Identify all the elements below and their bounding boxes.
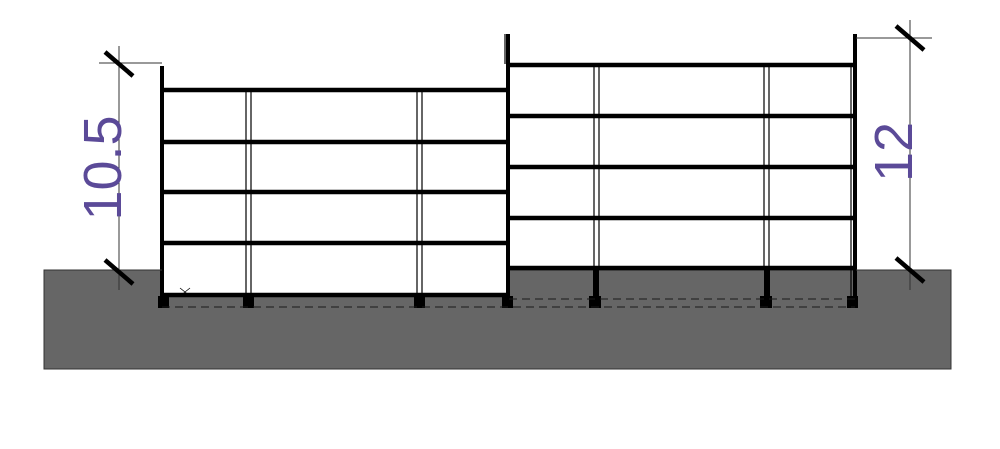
right-dimension-tick-bottom — [894, 256, 926, 284]
left-dimension-tick-bottom — [103, 258, 135, 286]
right-dimension-tick-top — [894, 24, 926, 52]
left-dimension: 10.5 — [73, 46, 162, 290]
right-basement-columns — [593, 268, 770, 302]
left-floor-slabs — [161, 87, 509, 298]
right-dimension: 12 — [856, 20, 932, 290]
left-building — [158, 66, 513, 308]
right-height-label: 12 — [864, 122, 924, 182]
right-floor-slabs — [507, 62, 857, 271]
left-dimension-tick-top — [103, 50, 135, 78]
left-height-label: 10.5 — [73, 115, 133, 220]
right-building — [504, 34, 858, 308]
left-section-marker — [179, 287, 191, 297]
